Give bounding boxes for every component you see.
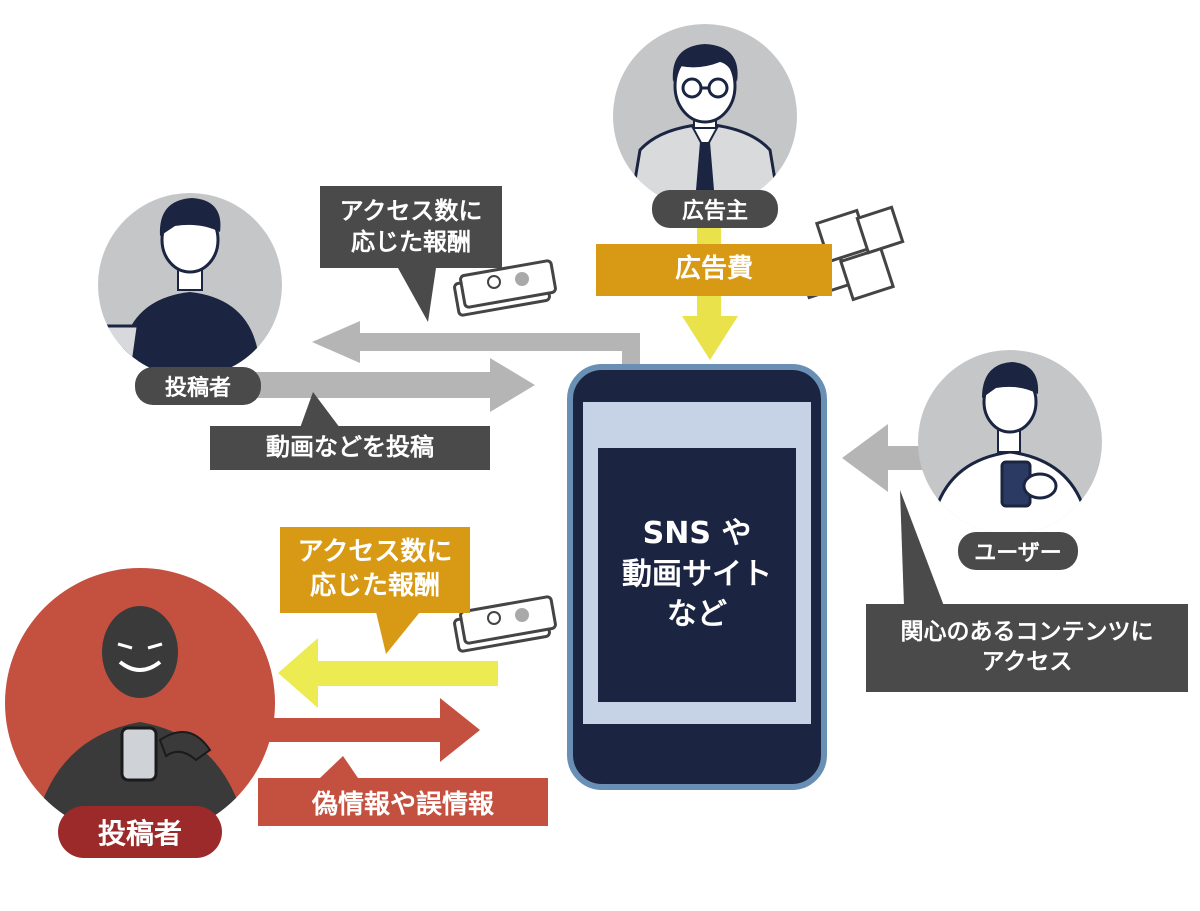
misinformation-label: 偽情報や誤情報 bbox=[258, 778, 548, 826]
access-content-label: 関心のあるコンテンツに アクセス bbox=[866, 604, 1188, 692]
advertiser-label: 広告主 bbox=[652, 190, 778, 228]
reward-top-line-1: アクセス数に bbox=[339, 196, 483, 225]
access-content-line-1: 関心のあるコンテンツに bbox=[900, 619, 1154, 646]
user-avatar-icon bbox=[918, 350, 1102, 534]
bad-reward-arrow bbox=[278, 638, 498, 708]
post-video-label: 動画などを投稿 bbox=[210, 426, 490, 470]
misinfo-tail bbox=[320, 756, 358, 778]
phone-text-line-2: 動画サイト bbox=[622, 556, 772, 592]
advertiser-avatar-icon bbox=[613, 24, 797, 208]
user-access-arrow bbox=[842, 424, 948, 492]
poster-top-label: 投稿者 bbox=[135, 367, 261, 405]
reward-bottom-label: アクセス数に 応じた報酬 bbox=[280, 527, 470, 613]
misinformation-arrow bbox=[258, 698, 480, 762]
banknote-icon bbox=[453, 595, 557, 653]
access-content-line-2: アクセス bbox=[981, 649, 1073, 675]
poster-avatar-icon bbox=[98, 193, 282, 377]
ad-fee-label: 広告費 bbox=[596, 244, 832, 296]
post-arrow bbox=[255, 358, 535, 412]
access-tail bbox=[900, 490, 944, 606]
post-tail bbox=[300, 392, 340, 428]
user-label: ユーザー bbox=[958, 532, 1078, 570]
reward-arrow-top bbox=[312, 321, 640, 364]
smartphone-icon bbox=[567, 364, 827, 790]
reward-top-tail bbox=[398, 268, 436, 322]
banknote-icon bbox=[453, 259, 557, 317]
reward-bottom-line-2: 応じた報酬 bbox=[309, 571, 440, 601]
reward-top-line-2: 応じた報酬 bbox=[351, 228, 471, 256]
phone-text-line-3: など bbox=[667, 597, 727, 633]
reward-top-label: アクセス数に 応じた報酬 bbox=[320, 186, 502, 268]
phone-text-line-1: SNS や bbox=[642, 516, 752, 552]
reward-bottom-tail bbox=[376, 612, 420, 654]
ad-fee-arrow-head bbox=[682, 316, 738, 360]
reward-bottom-line-1: アクセス数に bbox=[297, 537, 453, 568]
phone-screen-text: SNS や 動画サイト など bbox=[598, 448, 796, 702]
poster-bottom-label: 投稿者 bbox=[58, 806, 222, 858]
